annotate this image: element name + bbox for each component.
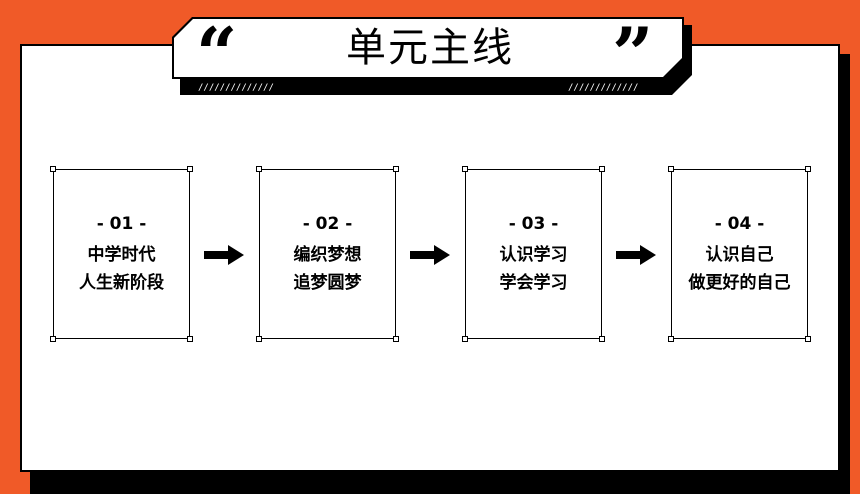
selection-handle: [668, 336, 674, 342]
selection-handle: [462, 336, 468, 342]
step-line-1: 中学时代: [87, 245, 156, 265]
selection-handle: [599, 336, 605, 342]
selection-handle: [187, 166, 193, 172]
selection-handle: [50, 166, 56, 172]
step-card-4[interactable]: - 04 - 认识自己 做更好的自己: [668, 166, 811, 342]
decorative-slashes-right: /////////////: [568, 83, 639, 93]
step-line-2: 追梦圆梦: [293, 273, 362, 293]
selection-handle: [668, 166, 674, 172]
step-card-3[interactable]: - 03 - 认识学习 学会学习: [462, 166, 605, 342]
step-line-2: 人生新阶段: [79, 273, 164, 293]
selection-handle: [50, 336, 56, 342]
selection-handle: [599, 166, 605, 172]
close-quote-icon: ”: [612, 11, 654, 96]
step-number: - 03 -: [508, 214, 559, 234]
selection-handle: [805, 166, 811, 172]
step-number: - 02 -: [302, 214, 353, 234]
selection-handle: [462, 166, 468, 172]
step-line-1: 编织梦想: [293, 245, 362, 265]
arrow-right-icon: [204, 245, 244, 265]
arrow-right-icon: [616, 245, 656, 265]
step-line-2: 做更好的自己: [688, 273, 791, 293]
selection-handle: [805, 336, 811, 342]
step-line-1: 认识学习: [499, 245, 568, 265]
selection-handle: [256, 336, 262, 342]
step-line-1: 认识自己: [705, 245, 774, 265]
decorative-slashes-left: //////////////: [198, 83, 274, 93]
page-title: 单元主线: [346, 25, 514, 71]
open-quote-icon: “: [196, 11, 238, 96]
selection-handle: [393, 336, 399, 342]
selection-handle: [187, 336, 193, 342]
selection-handle: [256, 166, 262, 172]
selection-handle: [393, 166, 399, 172]
step-card-1[interactable]: - 01 - 中学时代 人生新阶段: [50, 166, 193, 342]
arrow-right-icon: [410, 245, 450, 265]
step-number: - 01 -: [96, 214, 147, 234]
step-line-2: 学会学习: [499, 273, 568, 293]
step-number: - 04 -: [714, 214, 765, 234]
title-banner: [174, 19, 682, 77]
step-card-2[interactable]: - 02 - 编织梦想 追梦圆梦: [256, 166, 399, 342]
